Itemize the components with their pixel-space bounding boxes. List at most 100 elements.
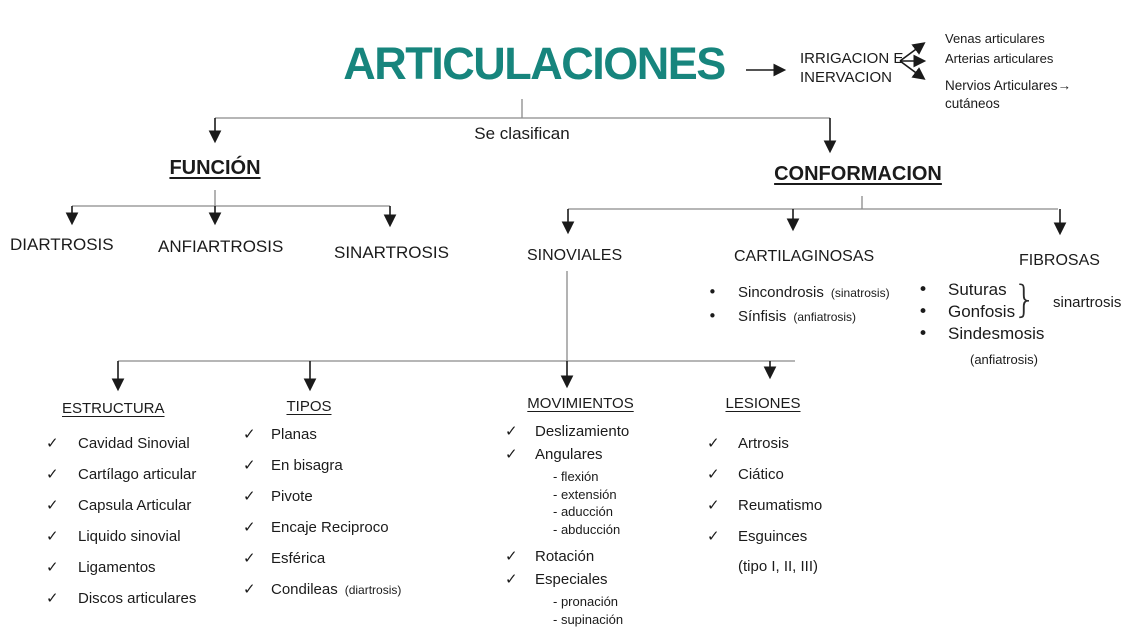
check-icon: ✓ (46, 465, 59, 483)
check-icon: ✓ (505, 422, 518, 440)
sub-list-item: - flexión (553, 469, 599, 484)
list-item-label: Cavidad Sinovial (78, 435, 190, 452)
list-item: ✓ En bisagra (243, 450, 401, 481)
tipos-list: ✓ Planas ✓ En bisagra ✓ Pivote ✓ Encaje … (243, 419, 401, 605)
list-item: • Sincondrosis (sinatrosis) (708, 281, 890, 305)
sub-list-item: - supinación (553, 611, 624, 627)
list-item-label: Capsula Articular (78, 497, 192, 514)
list-item: ✓ Cavidad Sinovial (46, 428, 196, 459)
check-icon: ✓ (707, 465, 720, 483)
list-item-label: Encaje Reciproco (271, 519, 389, 536)
list-item-label: Reumatismo (738, 497, 823, 514)
cartilaginosas-list: • Sincondrosis (sinatrosis) • Sínfisis (… (708, 281, 890, 329)
bullet-icon: • (918, 324, 929, 344)
funcion-child-anfiartrosis: ANFIARTROSIS (158, 237, 284, 256)
estructura-heading: ESTRUCTURA (62, 400, 165, 417)
list-item-label: Ciático (738, 466, 784, 483)
irrigacion-item-nervios: Nervios Articulares→ cutáneos (945, 78, 1072, 111)
funcion-heading: FUNCIÓN (169, 157, 261, 179)
list-item-label: Gonfosis (948, 302, 1016, 321)
list-item-label: Sindesmosis (948, 324, 1045, 343)
list-item-label: Condileas (271, 581, 338, 598)
list-item-note: (sinatrosis) (830, 286, 890, 300)
check-icon: ✓ (243, 487, 256, 505)
check-icon: ✓ (243, 580, 256, 598)
list-item: ✓ Ciático (707, 459, 822, 490)
check-icon: ✓ (243, 425, 256, 443)
conformacion-child-cartilaginosas: CARTILAGINOSAS (734, 248, 875, 265)
list-item: ✓ Capsula Articular (46, 490, 196, 521)
funcion-child-diartrosis: DIARTROSIS (10, 235, 114, 254)
irrigacion-item-arterias: Arterias articulares (945, 51, 1054, 66)
list-item-label: Artrosis (738, 435, 789, 452)
list-item: ✓ Reumatismo (707, 490, 822, 521)
movimientos-heading: MOVIMIENTOS (527, 395, 634, 412)
list-item-label: Esguinces (738, 528, 808, 545)
bullet-icon: • (708, 307, 717, 325)
sub-list: - flexión - extensión - aducción - abduc… (553, 468, 629, 538)
list-item-note: (diartrosis) (344, 583, 402, 597)
list-item-label: Pivote (271, 488, 313, 505)
fibrosas-bracket-label: sinartrosis (1053, 294, 1122, 311)
list-item-label: Rotación (535, 548, 595, 565)
lesiones-note: (tipo I, II, III) (738, 558, 819, 575)
check-icon: ✓ (243, 549, 256, 567)
check-icon: ✓ (46, 589, 59, 607)
list-item-label: Suturas (948, 280, 1007, 299)
sub-list-item: - aducción (553, 504, 613, 519)
check-icon: ✓ (505, 445, 518, 463)
tipos-heading: TIPOS (286, 398, 332, 415)
sub-list-item: - pronación (553, 594, 619, 609)
list-item: ✓ Angulares (505, 443, 629, 466)
list-item: • Sindesmosis (918, 323, 1044, 345)
list-item-label: Ligamentos (78, 559, 156, 576)
bullet-icon: • (918, 280, 929, 300)
bullet-icon: • (918, 302, 929, 322)
fibrosas-list: • Suturas • Gonfosis • Sindesmosis (918, 279, 1044, 345)
sub-list-item: - extensión (553, 486, 617, 502)
list-item-label: Discos articulares (78, 590, 197, 607)
lesiones-list: ✓ Artrosis ✓ Ciático ✓ Reumatismo ✓ Esgu… (707, 428, 822, 582)
list-item: ✓ Liquido sinovial (46, 521, 196, 552)
list-item: ✓ Condileas (diartrosis) (243, 574, 401, 605)
check-icon: ✓ (505, 547, 518, 565)
list-item: • Sínfisis (anfiatrosis) (708, 305, 890, 329)
list-item: ✓ Esguinces (707, 521, 822, 552)
irrigacion-label: IRRIGACION E INERVACION (800, 50, 904, 86)
check-icon: ✓ (707, 496, 720, 514)
conformacion-heading: CONFORMACION (774, 163, 942, 185)
list-item-label: Esférica (271, 550, 326, 567)
check-icon: ✓ (707, 434, 720, 452)
bullet-icon: • (708, 283, 717, 301)
list-item: ✓ Rotación (505, 545, 629, 568)
list-item: ✓ Artrosis (707, 428, 822, 459)
estructura-list: ✓ Cavidad Sinovial ✓ Cartílago articular… (46, 428, 196, 614)
list-item: ✓ Ligamentos (46, 552, 196, 583)
check-icon: ✓ (46, 434, 59, 452)
check-icon: ✓ (505, 570, 518, 588)
movimientos-list: ✓ Deslizamiento ✓ Angulares - flexión - … (505, 420, 629, 633)
conformacion-child-fibrosas: FIBROSAS (1019, 252, 1100, 269)
list-item-label: Especiales (535, 571, 608, 588)
list-item-label: En bisagra (271, 457, 343, 474)
tree-branch-lines (72, 99, 1058, 362)
page-title: ARTICULACIONES (343, 38, 726, 89)
sub-list-item: - abducción (553, 521, 621, 537)
check-icon: ✓ (243, 518, 256, 536)
list-item: ✓ Esférica (243, 543, 401, 574)
sub-list: - pronación - supinación (553, 593, 629, 628)
check-icon: ✓ (46, 527, 59, 545)
list-item: • Gonfosis (918, 301, 1044, 323)
irrigacion-item-venas: Venas articulares (945, 31, 1045, 46)
list-item: • Suturas (918, 279, 1044, 301)
classification-caption: Se clasifican (474, 124, 570, 143)
list-item: ✓ Cartílago articular (46, 459, 196, 490)
list-item: ✓ Planas (243, 419, 401, 450)
list-item-label: Sincondrosis (738, 284, 824, 301)
arrow-lines (65, 42, 1067, 392)
list-item: ✓ Encaje Reciproco (243, 512, 401, 543)
list-item: ✓ Especiales (505, 568, 629, 591)
brace-icon: } (1013, 278, 1037, 321)
list-item-label: Cartílago articular (78, 466, 197, 483)
